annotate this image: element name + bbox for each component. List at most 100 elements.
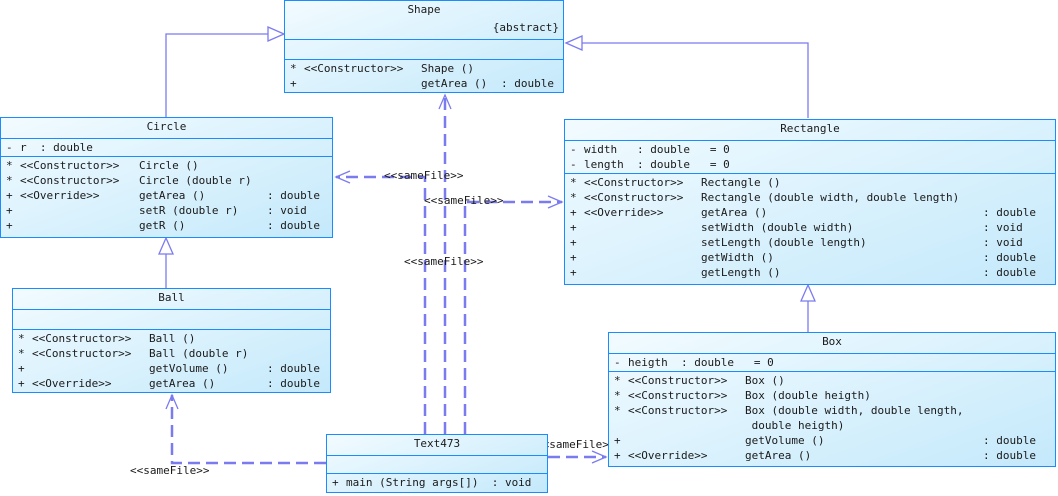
operation-row[interactable]: + setR (double r) : void [1, 203, 332, 218]
signature: Ball (double r) [149, 347, 249, 360]
visibility: - [570, 158, 577, 171]
operation-row[interactable]: *<<Constructor>>Ball () [13, 331, 330, 346]
class-header: Ball [13, 289, 330, 310]
inheritance-arrowhead [564, 35, 583, 51]
signature: Box () [745, 374, 785, 387]
operation-row[interactable]: +setLength (double length): void [565, 235, 1055, 250]
visibility: + [570, 236, 577, 249]
operation-row[interactable]: +<<Override>>getArea (): double [565, 205, 1055, 220]
stereotype: <<Constructor>> [628, 404, 728, 417]
operation-row[interactable]: *<<Constructor>>Box (double heigth) [609, 388, 1055, 403]
visibility: * [614, 374, 621, 387]
dependency-arrowheads [165, 93, 608, 464]
dependency-label-ball: <<sameFile>> [130, 464, 210, 477]
signature: Rectangle () [701, 176, 781, 189]
class-header: Circle [1, 118, 332, 139]
visibility: + [6, 204, 13, 217]
stereotype: <<Constructor>> [628, 374, 728, 387]
return-type: : double [983, 206, 1036, 219]
operation-row[interactable]: +getLength (): double [565, 265, 1055, 280]
operation-row[interactable]: +main (String args[]) : void [327, 475, 547, 490]
stereotype: <<Constructor>> [20, 159, 120, 172]
stereotype: <<Constructor>> [584, 176, 684, 189]
operations-compartment: +main (String args[]) : void [327, 474, 547, 491]
operation-row[interactable]: * <<Constructor>> Ball (double r) [13, 346, 330, 361]
operation-row[interactable]: +<<Override>>getArea (): double [1, 188, 332, 203]
stereotype: <<Constructor>> [32, 332, 132, 345]
attribute-row[interactable]: -length : double = 0 [565, 157, 1055, 172]
inheritance-arrowhead [158, 236, 174, 255]
operation-row[interactable]: *<<Constructor>>Circle () [1, 158, 332, 173]
attributes-compartment [13, 310, 330, 330]
stereotype: <<Override>> [628, 449, 708, 462]
stereotype: <<Override>> [584, 206, 664, 219]
attribute-row[interactable]: -heigth : double = 0 [609, 355, 1055, 370]
return-type: : void [267, 204, 307, 217]
operation-row[interactable]: *<<Constructor>>Circle (double r) [1, 173, 332, 188]
operation-row[interactable]: + getArea () : double [285, 76, 563, 91]
stereotype: <<Constructor>> [20, 174, 120, 187]
operation-row[interactable]: +setWidth (double width): void [565, 220, 1055, 235]
visibility: * [18, 347, 25, 360]
dependency-lines [170, 96, 606, 465]
generalization-lines [158, 26, 816, 332]
class-shape[interactable]: Shape {abstract} * <<Constructor>> Shape… [284, 0, 564, 93]
signature: getR () [139, 219, 186, 232]
open-arrowhead [591, 450, 608, 464]
class-name: Shape [407, 3, 441, 16]
operation-row[interactable]: *<<Constructor>>Box (double width, doubl… [609, 403, 1055, 418]
signature: getArea () [745, 449, 812, 462]
operation-row[interactable]: +getVolume (): double [609, 433, 1055, 448]
visibility: + [6, 219, 13, 232]
visibility: - [570, 143, 577, 156]
return-type: : double [267, 189, 320, 202]
operation-row[interactable]: +getVolume (): double [13, 361, 330, 376]
return-type: : double [983, 434, 1036, 447]
return-type: : void [983, 236, 1023, 249]
visibility: + [614, 449, 621, 462]
visibility: * [570, 176, 577, 189]
stereotype: <<Override>> [20, 189, 100, 202]
return-type: : double [267, 219, 320, 232]
operation-row[interactable]: +getWidth (): double [565, 250, 1055, 265]
dependency-label-shape: <<sameFile>> [404, 255, 484, 268]
operation-row[interactable]: * <<Constructor>> Box () [609, 373, 1055, 388]
attributes-compartment [327, 456, 547, 474]
operation-row[interactable]: +<<Override>>getArea (): double [13, 376, 330, 391]
attribute-text: heigth : double = 0 [628, 356, 774, 369]
class-circle[interactable]: Circle - r : double *<<Constructor>>Circ… [0, 117, 333, 238]
visibility: - [614, 356, 621, 369]
signature: getVolume () [149, 362, 229, 375]
class-ball[interactable]: Ball *<<Constructor>>Ball () * <<Construc… [12, 288, 331, 393]
visibility: + [614, 434, 621, 447]
operation-row[interactable]: * <<Constructor>> Rectangle () [565, 175, 1055, 190]
signature: getLength () [701, 266, 781, 279]
signature: getWidth () [701, 251, 774, 264]
class-text473[interactable]: Text473 +main (String args[]) : void [326, 434, 548, 493]
signature: setR (double r) [139, 204, 239, 217]
attribute-row[interactable]: - r : double [1, 140, 332, 155]
operation-row[interactable]: * <<Constructor>> Shape () [285, 61, 563, 76]
attribute-row[interactable]: -width : double = 0 [565, 142, 1055, 157]
operations-compartment: * <<Constructor>> Rectangle () *<<Construc… [565, 174, 1055, 281]
visibility: * [6, 174, 13, 187]
dependency-label-box: <<sameFile>> [536, 438, 616, 451]
return-type: : void [983, 221, 1023, 234]
stereotype: <<Override>> [32, 377, 112, 390]
visibility: + [332, 476, 339, 489]
attributes-compartment: - r : double [1, 139, 332, 157]
operation-row[interactable]: +<<Override>>getArea (): double [609, 448, 1055, 463]
stereotype: <<Constructor>> [584, 191, 684, 204]
visibility: + [570, 206, 577, 219]
stereotype: <<Constructor>> [32, 347, 132, 360]
generalization-rectangle-shape [582, 42, 809, 118]
operation-row[interactable]: *<<Constructor>>Rectangle (double width,… [565, 190, 1055, 205]
visibility: * [290, 62, 297, 75]
class-box[interactable]: Box -heigth : double = 0 *<<Constructor>… [608, 332, 1056, 467]
operation-row[interactable]: + getR () : double [1, 218, 332, 233]
operations-compartment: * <<Constructor>> Box () *<<Constructor>>B… [609, 372, 1055, 464]
attribute-text: length : double = 0 [584, 158, 730, 171]
class-name: Ball [158, 291, 185, 304]
class-rectangle[interactable]: Rectangle -width : double = 0 -length : … [564, 119, 1056, 285]
